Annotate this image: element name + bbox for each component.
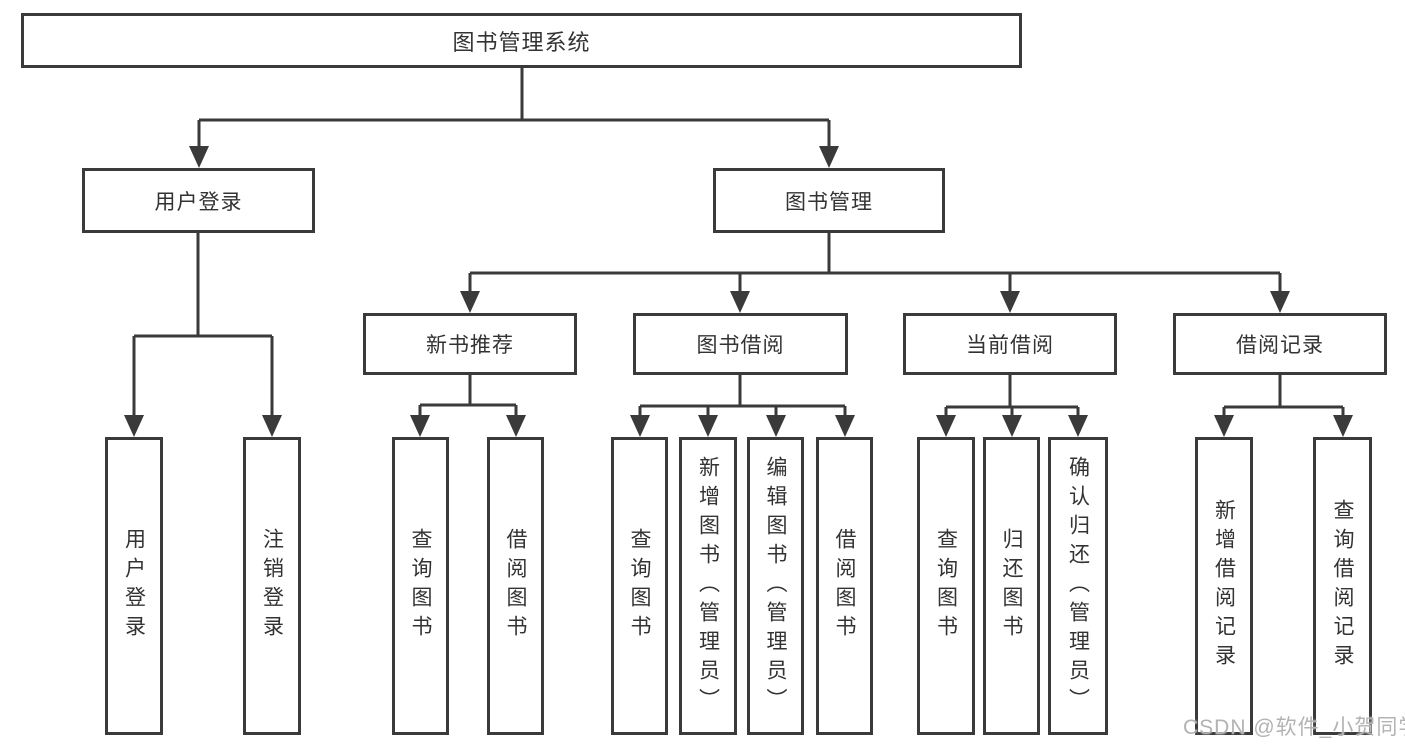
leaf-label: 借阅图书 (833, 528, 856, 644)
node-library-management-system: 图书管理系统 (21, 13, 1022, 68)
leaf-query-books-borrow: 查询图书 (611, 437, 668, 735)
leaf-query-books-recommend: 查询图书 (392, 437, 449, 735)
node-label: 用户登录 (154, 190, 243, 214)
node-new-book-recommend: 新书推荐 (363, 313, 577, 375)
node-user-login-branch: 用户登录 (82, 168, 315, 233)
leaf-borrow-books: 借阅图书 (816, 437, 873, 735)
node-current-borrow: 当前借阅 (903, 313, 1117, 375)
leaf-confirm-return-admin: 确认归还（管理员） (1048, 437, 1108, 735)
leaf-logout: 注销登录 (243, 437, 301, 735)
leaf-add-book-admin: 新增图书（管理员） (679, 437, 737, 735)
csdn-watermark: CSDN @软件_小贺同学 (1183, 716, 1405, 739)
leaf-query-books-current: 查询图书 (917, 437, 975, 735)
leaf-label: 用户登录 (122, 528, 146, 644)
leaf-label: 查询图书 (628, 528, 651, 644)
leaf-label: 新增借阅记录 (1212, 499, 1236, 673)
leaf-label: 查询借阅记录 (1331, 499, 1354, 673)
leaf-label: 新增图书（管理员） (696, 455, 720, 717)
node-book-management-branch: 图书管理 (713, 168, 945, 233)
leaf-label: 编辑图书（管理员） (764, 455, 787, 717)
node-label: 当前借阅 (966, 334, 1054, 357)
node-label: 新书推荐 (426, 334, 514, 357)
leaf-label: 归还图书 (1000, 528, 1023, 644)
leaf-edit-book-admin: 编辑图书（管理员） (747, 437, 804, 735)
node-label: 图书借阅 (696, 334, 785, 357)
leaf-label: 确认归还（管理员） (1066, 455, 1090, 717)
leaf-add-borrow-record: 新增借阅记录 (1195, 437, 1253, 735)
leaf-label: 查询图书 (934, 528, 958, 644)
leaf-label: 查询图书 (409, 528, 432, 644)
node-borrow-records: 借阅记录 (1173, 313, 1387, 375)
node-label: 借阅记录 (1236, 334, 1324, 357)
node-label: 图书管理系统 (452, 29, 591, 55)
leaf-label: 借阅图书 (504, 528, 527, 644)
node-label: 图书管理 (785, 190, 873, 214)
node-book-borrow: 图书借阅 (633, 313, 848, 375)
leaf-query-borrow-record: 查询借阅记录 (1313, 437, 1372, 735)
leaf-user-login: 用户登录 (105, 437, 163, 735)
leaf-return-book: 归还图书 (983, 437, 1040, 735)
leaf-borrow-books-recommend: 借阅图书 (487, 437, 544, 735)
leaf-label: 注销登录 (260, 528, 284, 644)
